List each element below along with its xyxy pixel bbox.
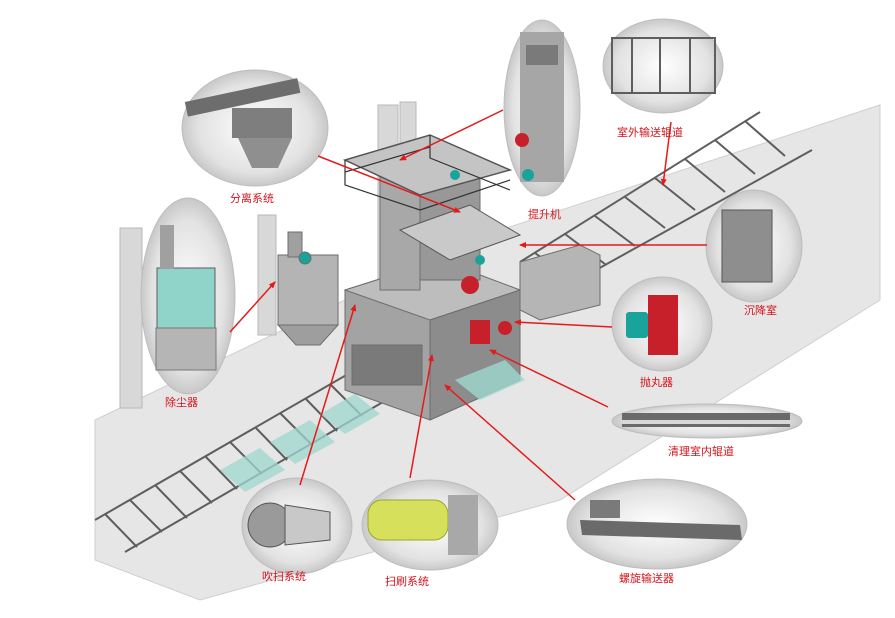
blowing-bubble	[241, 477, 353, 575]
dust-collector-bubble	[140, 197, 236, 395]
label-indoor-roller: 清理室内辊道	[668, 444, 734, 458]
settling-chamber-bubble	[705, 189, 803, 303]
label-dust-collector: 除尘器	[165, 395, 198, 409]
label-shot-blaster: 抛丸器	[640, 375, 673, 389]
label-settling-chamber: 沉降室	[744, 303, 777, 317]
shot-blaster-bubble	[611, 276, 713, 372]
separation-bubble	[181, 69, 329, 187]
label-blowing: 吹扫系统	[262, 570, 306, 583]
outdoor-roller-bubble	[602, 18, 724, 114]
guard-rails	[344, 135, 511, 211]
indoor-roller-bubble	[611, 403, 803, 439]
label-separation: 分离系统	[230, 191, 274, 205]
callout-arrows	[229, 109, 707, 501]
exit-platform	[455, 360, 525, 400]
elevator-tower	[342, 134, 522, 291]
label-outdoor-roller: 室外输送辊道	[617, 125, 683, 139]
elevator-bubble	[503, 19, 581, 197]
brushing-bubble	[361, 479, 499, 571]
label-screw-conveyor: 螺旋输送器	[619, 571, 674, 585]
right-roller-conveyor	[519, 111, 813, 291]
left-conveyor-glass	[220, 394, 380, 492]
screw-conveyor-bubble	[566, 478, 748, 570]
label-brushing: 扫刷系统	[385, 575, 429, 588]
blast-wheels	[450, 170, 512, 344]
small-dust-collector	[276, 231, 340, 346]
label-elevator: 提升机	[528, 207, 561, 221]
